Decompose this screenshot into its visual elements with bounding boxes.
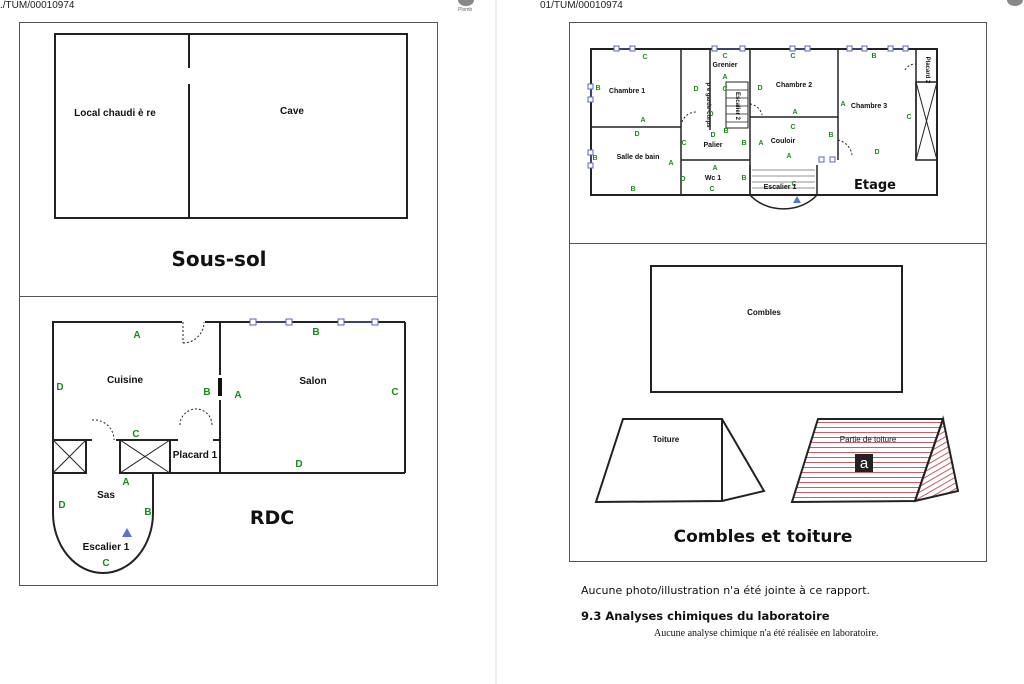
svg-text:D: D bbox=[693, 86, 698, 93]
room-garde-corps: p e garde-corps bbox=[705, 82, 711, 128]
svg-text:A: A bbox=[840, 101, 845, 108]
room-escalier-2: Escalier 2 bbox=[734, 92, 740, 121]
room-partie-de-toiture: Partie de toiture bbox=[840, 435, 897, 444]
room-toiture: Toiture bbox=[653, 435, 680, 444]
svg-text:B: B bbox=[203, 387, 210, 398]
photo-note: Aucune photo/illustration n'a été jointe… bbox=[581, 584, 871, 597]
frame-divider bbox=[569, 243, 987, 244]
plan-frame-right bbox=[569, 22, 987, 562]
svg-text:C: C bbox=[709, 186, 714, 193]
svg-text:C: C bbox=[102, 558, 109, 569]
section-title: 9.3 Analyses chimiques du laboratoire bbox=[581, 609, 830, 623]
svg-text:D: D bbox=[874, 149, 879, 156]
room-combles: Combles bbox=[747, 308, 781, 317]
room-salle-de-bain: Salle de bain bbox=[617, 154, 660, 161]
room-couloir: Couloir bbox=[771, 138, 796, 145]
plan-frame-left bbox=[19, 22, 438, 586]
svg-text:A: A bbox=[640, 117, 645, 124]
svg-text:D: D bbox=[634, 131, 639, 138]
svg-text:B: B bbox=[144, 507, 151, 518]
plan-sous-sol: Local chaudi è re Cave Sous-sol bbox=[54, 33, 408, 271]
svg-text:D: D bbox=[56, 382, 63, 393]
svg-text:C: C bbox=[681, 140, 686, 147]
frame-divider bbox=[19, 296, 438, 297]
svg-text:B: B bbox=[592, 155, 597, 162]
svg-text:A: A bbox=[122, 477, 129, 488]
svg-text:B: B bbox=[723, 128, 728, 135]
room-salon: Salon bbox=[299, 376, 326, 387]
svg-text:B: B bbox=[630, 186, 635, 193]
room-chambre-2: Chambre 2 bbox=[776, 82, 812, 89]
document-page-left: ./TUM/00010974 Plomb Local chaudi è re C… bbox=[0, 0, 495, 684]
room-palier: Palier bbox=[703, 142, 722, 149]
svg-text:C: C bbox=[391, 387, 398, 398]
svg-text:A: A bbox=[668, 160, 673, 167]
room-escalier-1: Escalier 1 bbox=[764, 184, 797, 191]
svg-text:D: D bbox=[680, 176, 685, 183]
svg-text:C: C bbox=[132, 429, 139, 440]
logo-icon bbox=[1007, 0, 1023, 6]
document-reference: 01/TUM/00010974 bbox=[540, 0, 623, 11]
room-cuisine: Cuisine bbox=[107, 375, 144, 386]
plan-combles: Combles Toiture Partie de toiture a Comb… bbox=[594, 265, 960, 547]
svg-text:B: B bbox=[828, 132, 833, 139]
logo-icon bbox=[458, 0, 474, 6]
svg-text:D: D bbox=[58, 500, 65, 511]
svg-text:D: D bbox=[757, 85, 762, 92]
room-local-chaudiere: Local chaudi è re bbox=[74, 108, 156, 119]
caption-rdc: RDC bbox=[250, 507, 294, 529]
plan-rdc: A B D B A C C D D B A C Cuisine Salon Pl… bbox=[52, 318, 406, 574]
floor-plans-left: Local chaudi è re Cave Sous-sol bbox=[52, 33, 408, 574]
svg-text:A: A bbox=[786, 153, 791, 160]
document-reference: ./TUM/00010974 bbox=[0, 0, 75, 11]
room-grenier: Grenier bbox=[713, 62, 738, 69]
svg-text:B: B bbox=[741, 175, 746, 182]
svg-text:D: D bbox=[295, 459, 302, 470]
room-wc-1: Wc 1 bbox=[705, 175, 721, 182]
svg-text:C: C bbox=[906, 114, 911, 121]
svg-text:A: A bbox=[712, 165, 717, 172]
logo-text: Plomb bbox=[458, 7, 473, 13]
svg-text:C: C bbox=[722, 53, 727, 60]
svg-text:A: A bbox=[758, 140, 763, 147]
svg-text:B: B bbox=[595, 85, 600, 92]
room-cave: Cave bbox=[280, 106, 304, 117]
room-placard-1: Placard 1 bbox=[173, 450, 218, 461]
plan-etage: CBA DDB CAB CAC DDA DCB ABC DAC BAC BAC … bbox=[587, 45, 938, 210]
svg-text:A: A bbox=[133, 330, 140, 341]
svg-text:C: C bbox=[642, 54, 647, 61]
svg-text:C: C bbox=[722, 86, 727, 93]
svg-text:A: A bbox=[792, 109, 797, 116]
floor-plans-right: CBA DDB CAB CAC DDA DCB ABC DAC BAC BAC … bbox=[587, 45, 960, 547]
document-page-right: 01/TUM/00010974 bbox=[497, 0, 1024, 684]
room-escalier-1: Escalier 1 bbox=[83, 542, 130, 553]
svg-text:B: B bbox=[871, 53, 876, 60]
caption-sous-sol: Sous-sol bbox=[171, 247, 266, 271]
room-chambre-1: Chambre 1 bbox=[609, 88, 645, 95]
caption-etage: Etage bbox=[854, 178, 896, 193]
svg-text:D: D bbox=[710, 132, 715, 139]
roof-marker: a bbox=[860, 455, 869, 472]
room-placard-2: Placard 2 bbox=[924, 57, 930, 84]
room-sas: Sas bbox=[97, 490, 115, 501]
svg-text:C: C bbox=[791, 181, 796, 188]
section-text: Aucune analyse chimique n'a été réalisée… bbox=[654, 628, 879, 639]
svg-text:B: B bbox=[312, 327, 319, 338]
svg-text:A: A bbox=[722, 74, 727, 81]
svg-text:A: A bbox=[234, 390, 241, 401]
room-chambre-3: Chambre 3 bbox=[851, 103, 887, 110]
svg-text:B: B bbox=[741, 140, 746, 147]
svg-text:C: C bbox=[790, 53, 795, 60]
svg-text:D: D bbox=[708, 111, 713, 118]
svg-text:C: C bbox=[790, 124, 795, 131]
caption-combles-toiture: Combles et toiture bbox=[674, 527, 853, 547]
